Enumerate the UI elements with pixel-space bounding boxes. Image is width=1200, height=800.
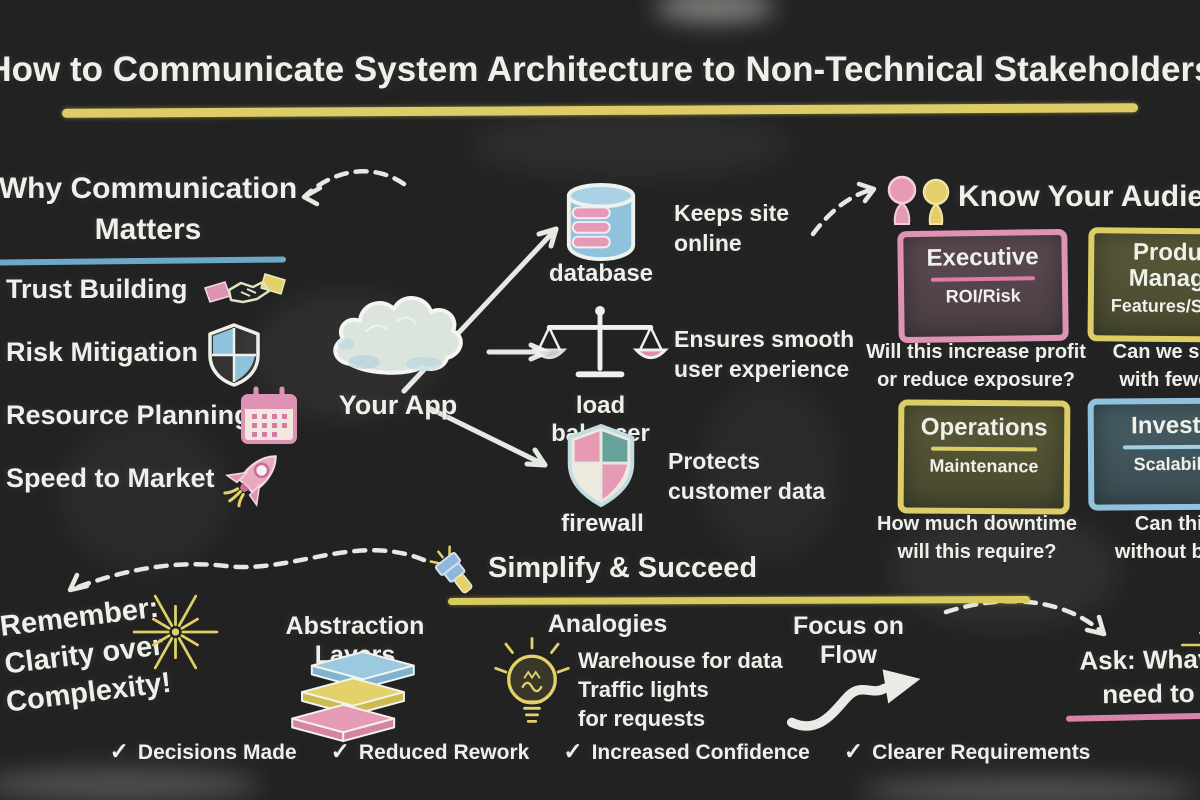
audience-heading: Know Your Audience (958, 180, 1200, 213)
check-icon: ✓ (843, 738, 864, 764)
page-title: How to Communicate System Architecture t… (0, 50, 1200, 89)
check-icon: ✓ (330, 738, 350, 764)
calendar-icon (241, 386, 297, 444)
audience-question: How much downtime will this require? (877, 513, 1077, 563)
component-label-firewall: firewall (561, 510, 644, 537)
why-item-label: Trust Building (6, 274, 188, 304)
flow-arrow-icon (786, 669, 921, 731)
card-focus: Scalability (1133, 453, 1200, 475)
shield-icon (208, 323, 260, 387)
why-item-label: Resource Planning (6, 400, 251, 430)
card-divider (931, 446, 1037, 452)
audience-card-investor: Investor Scalability (1087, 397, 1200, 511)
why-item-label: Speed to Market (6, 463, 215, 493)
benefit-item: ✓ Reduced Rework (331, 738, 530, 765)
firewall-shield-icon (567, 423, 635, 508)
starburst-icon (1181, 631, 1200, 659)
benefit-label: Reduced Rework (358, 741, 530, 764)
benefit-item: ✓ Clearer Requirements (844, 738, 1091, 765)
benefit-label: Increased Confidence (591, 741, 810, 764)
database-icon (566, 183, 636, 262)
dashed-arrow-to-why (301, 169, 407, 207)
benefit-label: Clearer Requirements (872, 741, 1091, 764)
component-label-database: database (548, 260, 654, 287)
card-role: Investor (1131, 411, 1200, 440)
starburst-icon (132, 594, 219, 670)
dashed-arrow-to-remember (67, 548, 427, 593)
rocket-icon (223, 455, 277, 508)
dashed-arrow-to-audience (810, 181, 877, 237)
layers-icon (291, 650, 415, 743)
analogy-examples: Warehouse for data Traffic lights for re… (578, 648, 783, 731)
technique-label-flow: Focus on Flow (792, 612, 905, 669)
benefits-row: ✓ Decisions Made ✓ Reduced Rework ✓ Increas… (110, 738, 1091, 765)
component-benefit-firewall: Protects customer data (668, 448, 826, 504)
audience-question: Will this increase profit or reduce expo… (866, 341, 1086, 391)
audience-card-operations: Operations Maintenance (897, 399, 1071, 515)
audience-card-executive: Executive ROI/Risk (897, 228, 1069, 344)
handshake-icon (204, 273, 286, 304)
card-role: Product Manager (1128, 238, 1200, 293)
flashlight-icon (429, 545, 473, 594)
check-icon: ✓ (109, 738, 129, 764)
card-focus: ROI/Risk (945, 285, 1021, 307)
component-benefit-loadbalancer: Ensures smooth user experience (674, 326, 855, 382)
arrow-app-to-firewall (426, 405, 548, 468)
card-divider (1122, 444, 1200, 450)
benefit-label: Decisions Made (137, 741, 297, 764)
card-focus: Maintenance (929, 455, 1039, 477)
card-role: Operations (920, 413, 1048, 442)
audience-question: Can we ship faster with fewer bugs? (1112, 341, 1200, 391)
dashed-arrow-to-ask (943, 598, 1107, 637)
card-divider (930, 276, 1036, 282)
component-benefit-database: Keeps site online (674, 200, 790, 256)
simplify-heading: Simplify & Succeed (488, 552, 758, 584)
card-role: Executive (926, 243, 1039, 272)
why-item-label: Risk Mitigation (6, 337, 199, 367)
scales-icon (531, 305, 669, 378)
audience-people-icon (887, 175, 950, 225)
audience-card-product-manager: Product Manager Features/Speed (1087, 227, 1200, 343)
why-heading: Why Communication Matters (0, 172, 298, 246)
lightbulb-icon (494, 637, 570, 723)
card-focus: Features/Speed (1110, 295, 1200, 317)
cloud-icon (333, 296, 463, 375)
check-icon: ✓ (563, 738, 583, 764)
app-label: Your App (338, 390, 458, 420)
audience-question: Can this grow without breaking? (1114, 513, 1200, 563)
benefit-item: ✓ Decisions Made (110, 738, 297, 765)
benefit-item: ✓ Increased Confidence (563, 738, 810, 765)
technique-label-analogies: Analogies (547, 610, 668, 638)
